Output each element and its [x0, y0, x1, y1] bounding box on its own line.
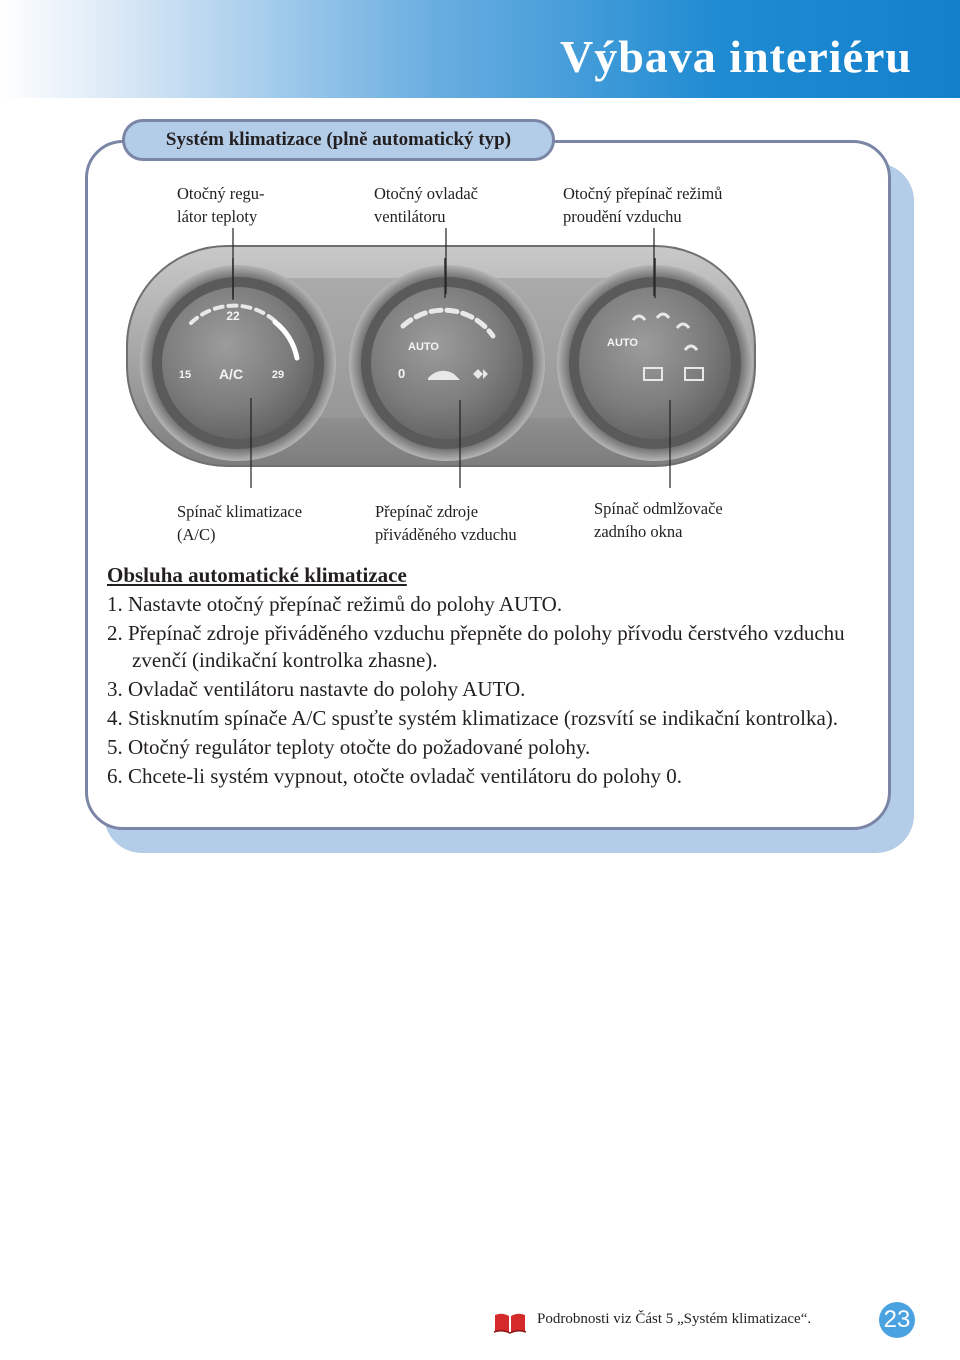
- instruction-step: 3. Ovladač ventilátoru nastavte do poloh…: [107, 677, 526, 701]
- rear-defogger-icon: [643, 367, 663, 381]
- instruction-step: 1. Nastavte otočný přepínač režimů do po…: [107, 592, 563, 616]
- ac-label: A/C: [219, 366, 243, 382]
- fan-knob: [349, 258, 545, 461]
- section-tab: Systém klimatizace (plně automatický typ…: [122, 119, 555, 161]
- page-footer: Podrobnosti viz Část 5 „Systém klimatiza…: [493, 1302, 933, 1338]
- mode-auto-mark: AUTO: [607, 337, 638, 349]
- fan-zero-mark: 0: [398, 366, 405, 381]
- instructions-heading: Obsluha automatické klimatizace: [107, 563, 407, 587]
- temperature-knob: [140, 258, 336, 461]
- fan-auto-mark: AUTO: [408, 341, 439, 353]
- instruction-step: 2. Přepínač zdroje přiváděného vzduchu p…: [107, 621, 845, 672]
- instruction-step: 5. Otočný regulátor teploty otočte do po…: [107, 735, 591, 759]
- page-title: Výbava interiéru: [559, 31, 912, 82]
- callout-intake-switch: Přepínač zdroje přiváděného vzduchu: [375, 502, 517, 544]
- temp-mark-top: 22: [226, 309, 240, 323]
- callout-defogger-switch: Spínač odmlžovače zadního okna: [594, 499, 723, 541]
- temp-mark-right: 29: [272, 369, 284, 381]
- temp-mark-left: 15: [179, 369, 191, 381]
- page-number-badge: 23: [879, 1302, 915, 1338]
- fan-icon: [473, 369, 488, 379]
- recirculation-car-icon: [428, 370, 460, 380]
- instruction-step: 4. Stisknutím spínače A/C spusťte systém…: [107, 706, 839, 730]
- callout-ac-switch: Spínač klimatizace (A/C): [177, 502, 303, 544]
- callout-temperature-knob: Otočný regu- látor teploty: [177, 184, 265, 226]
- front-defroster-icon: [684, 367, 704, 381]
- mode-knob: [557, 258, 753, 461]
- page-header: Výbava interiéru: [0, 0, 960, 98]
- instruction-step: 6. Chcete-li systém vypnout, otočte ovla…: [107, 764, 683, 788]
- callout-mode-knob: Otočný přepínač režimů proudění vzduchu: [563, 184, 723, 226]
- footer-reference: Podrobnosti viz Část 5 „Systém klimatiza…: [537, 1311, 812, 1327]
- instructions-block: Obsluha automatické klimatizace 1. Nasta…: [107, 562, 867, 792]
- book-icon: [493, 1313, 527, 1334]
- callout-fan-knob: Otočný ovladač ventilátoru: [374, 184, 479, 226]
- airflow-mode-icons: [631, 312, 699, 351]
- climate-control-panel-illustration: 22 15 29 A/C AUTO 0 AUTO: [126, 228, 756, 488]
